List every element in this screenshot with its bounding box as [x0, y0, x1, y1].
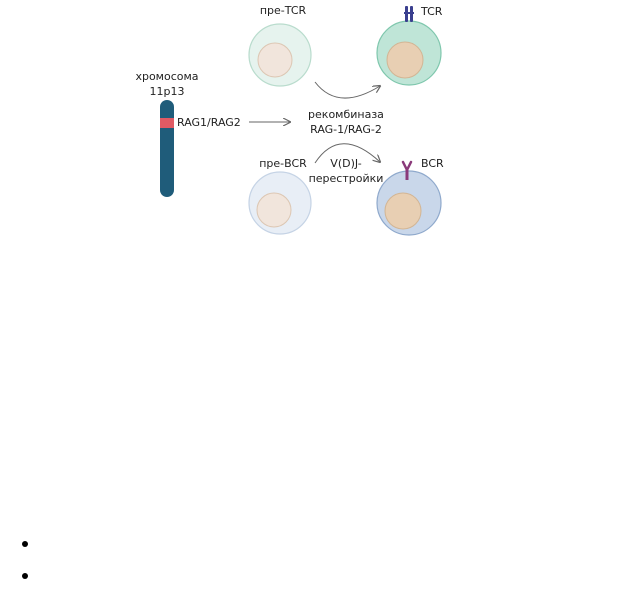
chromosome: [160, 100, 174, 197]
recombinase-label: рекомбиназа: [308, 108, 384, 121]
chromosome-locus: 11p13: [150, 85, 185, 98]
pre-tcr-nucleus: [257, 42, 293, 78]
gene-label: RAG1/RAG2: [177, 116, 241, 129]
vdj-label-2: перестройки: [309, 172, 384, 185]
bullet-icon: [22, 541, 28, 547]
tcr-label: TCR: [420, 5, 443, 18]
tcr-nucleus: [386, 41, 424, 79]
chromosome-rag-band: [160, 118, 174, 128]
pre-bcr-nucleus: [256, 192, 292, 228]
rag-diagram: хромосома 11p13 RAG1/RAG2 рекомбиназа RA…: [135, 4, 444, 236]
tcr-receptor-icon: [404, 6, 414, 22]
vdj-label: V(D)J-: [330, 157, 361, 170]
bcr-rearrangement-arrow: [314, 143, 380, 163]
recombinase-label-2: RAG-1/RAG-2: [310, 123, 382, 136]
bcr-label: BCR: [421, 157, 444, 170]
bcr-nucleus: [384, 192, 422, 230]
bullet-icon: [22, 573, 28, 579]
pre-tcr-label: пре-TCR: [260, 4, 307, 17]
pre-bcr-label: пре-BCR: [259, 157, 307, 170]
chromosome-title: хромосома: [135, 70, 198, 83]
bcr-receptor-icon: [401, 160, 413, 180]
tcr-rearrangement-arrow: [314, 81, 380, 99]
